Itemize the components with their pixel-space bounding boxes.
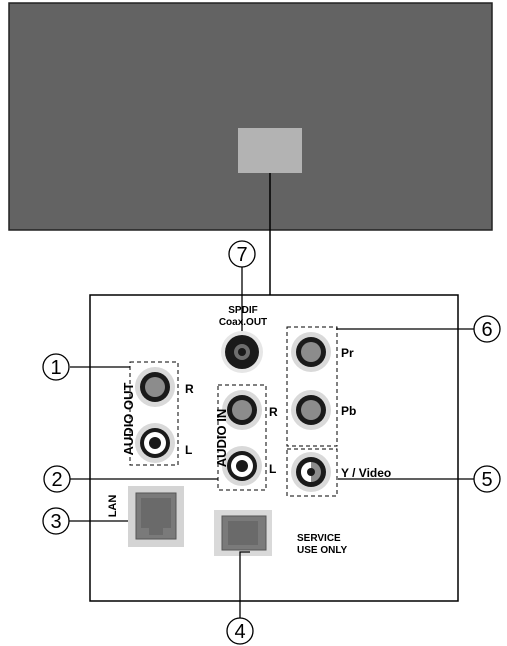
audio-in-l-jack [222,446,262,486]
service-label-line1: SERVICE [297,533,341,544]
callout-3: 3 [42,507,70,535]
callout-1: 1 [42,353,70,381]
svg-text:3: 3 [50,511,61,533]
svg-text:4: 4 [234,621,245,643]
audio-out-r-jack [135,367,175,407]
audio-in-l-label: L [269,462,276,476]
tv-connector-area [238,128,302,173]
callout-lines [69,267,474,618]
spdif-label-line1: SPDIF [228,305,257,316]
audio-out-l-label: L [185,443,192,457]
audio-out-l-jack [135,423,175,463]
spdif-label-line2: Coax.OUT [219,317,267,328]
callout-4: 4 [226,617,254,645]
y-video-label: Y / Video [341,466,391,480]
svg-text:5: 5 [481,469,492,491]
tv-body [8,2,493,231]
svg-text:2: 2 [51,469,62,491]
callout-5: 5 [473,465,501,493]
service-port [214,510,272,556]
audio-out-label: AUDIO OUT [121,382,136,455]
pr-label: Pr [341,346,354,360]
audio-in-r-label: R [269,405,278,419]
audio-out-group-box [129,361,179,466]
pb-label: Pb [341,404,356,418]
lan-port [128,486,184,547]
y-video-jack [291,452,331,492]
pb-jack [291,390,331,430]
component-group-box [286,326,338,447]
svg-text:6: 6 [481,319,492,341]
service-label-line2: USE ONLY [297,545,348,556]
callout-6: 6 [473,315,501,343]
audio-in-group-box [217,384,267,491]
audio-in-r-jack [222,390,262,430]
audio-out-r-label: R [185,382,194,396]
lan-label: LAN [107,495,119,518]
audio-in-label: AUDIO IN [214,409,229,468]
spdif-jack [221,331,263,373]
pr-jack [291,332,331,372]
svg-text:7: 7 [236,244,247,266]
y-video-group-box [286,448,338,497]
callout-2: 2 [43,465,71,493]
svg-text:1: 1 [50,357,61,379]
callout-7: 7 [228,240,256,268]
